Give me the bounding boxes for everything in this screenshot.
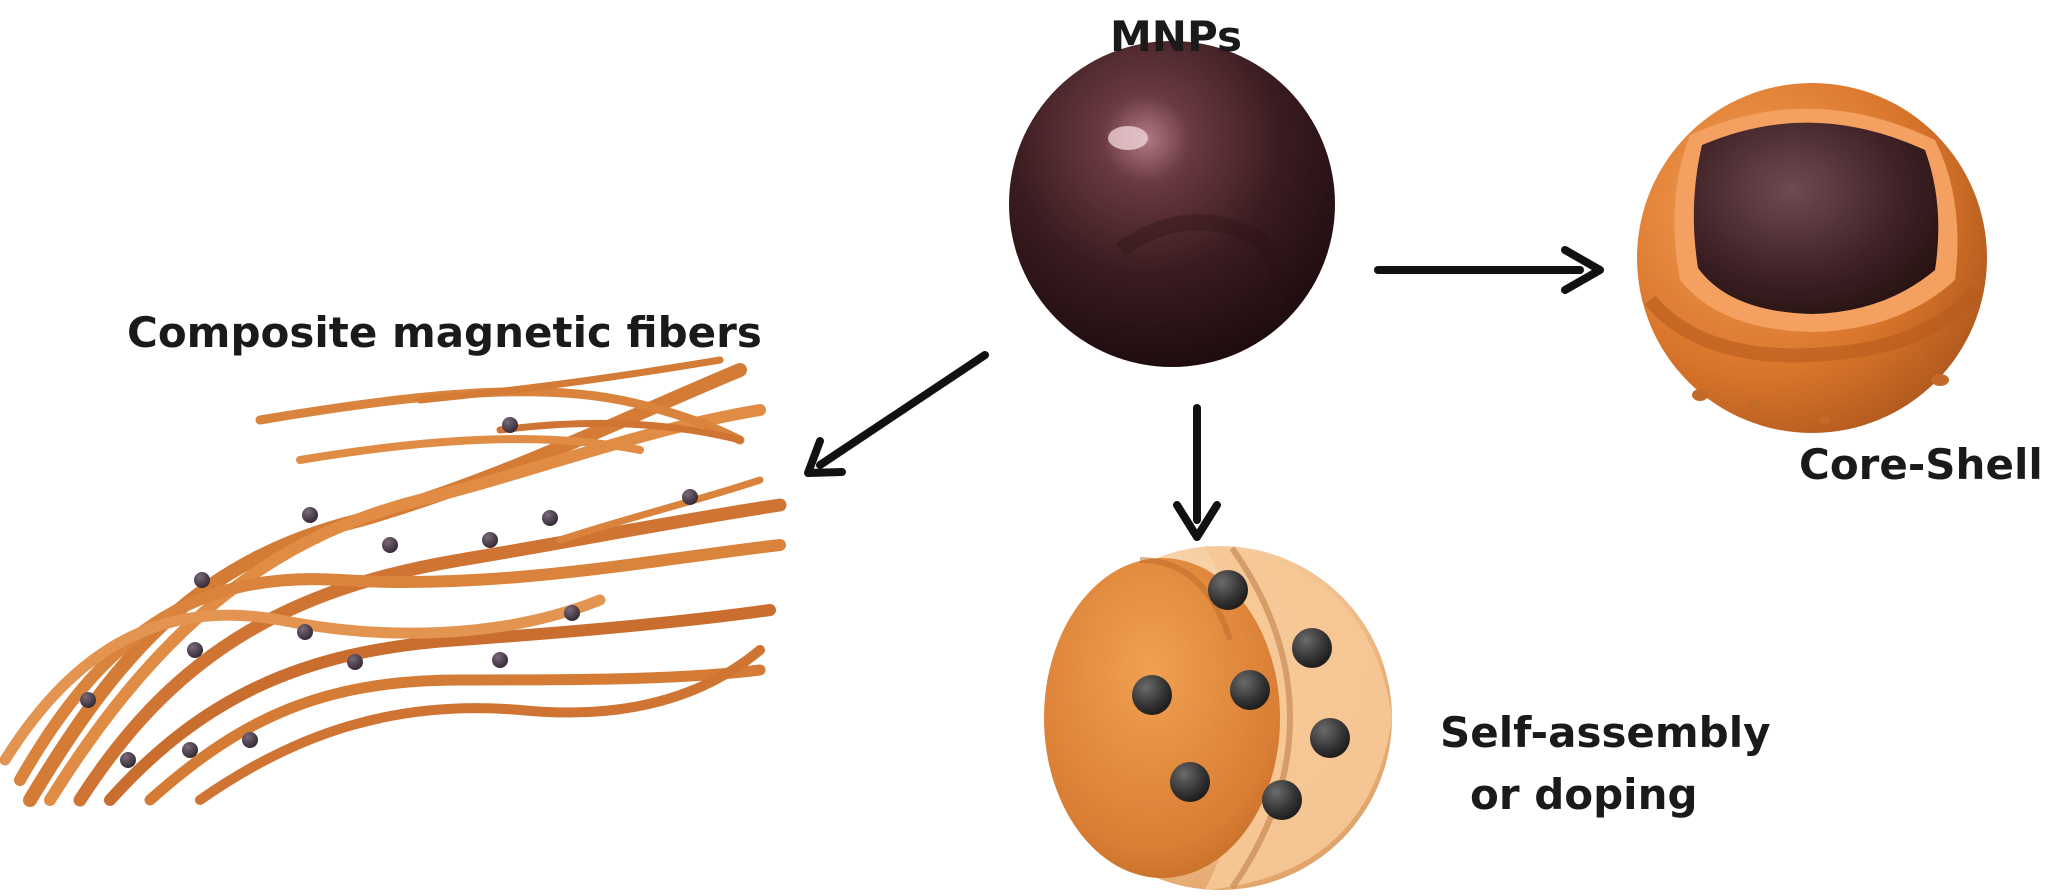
fiber-nanoparticles [80,417,698,768]
arrow-to-self-assembly [1173,404,1221,541]
embedded-nanoparticles [1132,570,1350,820]
mnp-sphere [1009,41,1335,367]
label-core-shell: Core-Shell [1799,440,2043,489]
arrow-to-core-shell [1374,246,1604,294]
label-mnps: MNPs [1110,12,1242,61]
arrow-to-fibers [804,351,989,477]
core-shell-particle [1637,83,1987,433]
label-self-assembly: Self-assembly [1440,708,1771,757]
label-doping: or doping [1470,770,1698,819]
composite-fibers [0,356,787,807]
label-composite-fibers: Composite magnetic fibers [127,308,762,357]
